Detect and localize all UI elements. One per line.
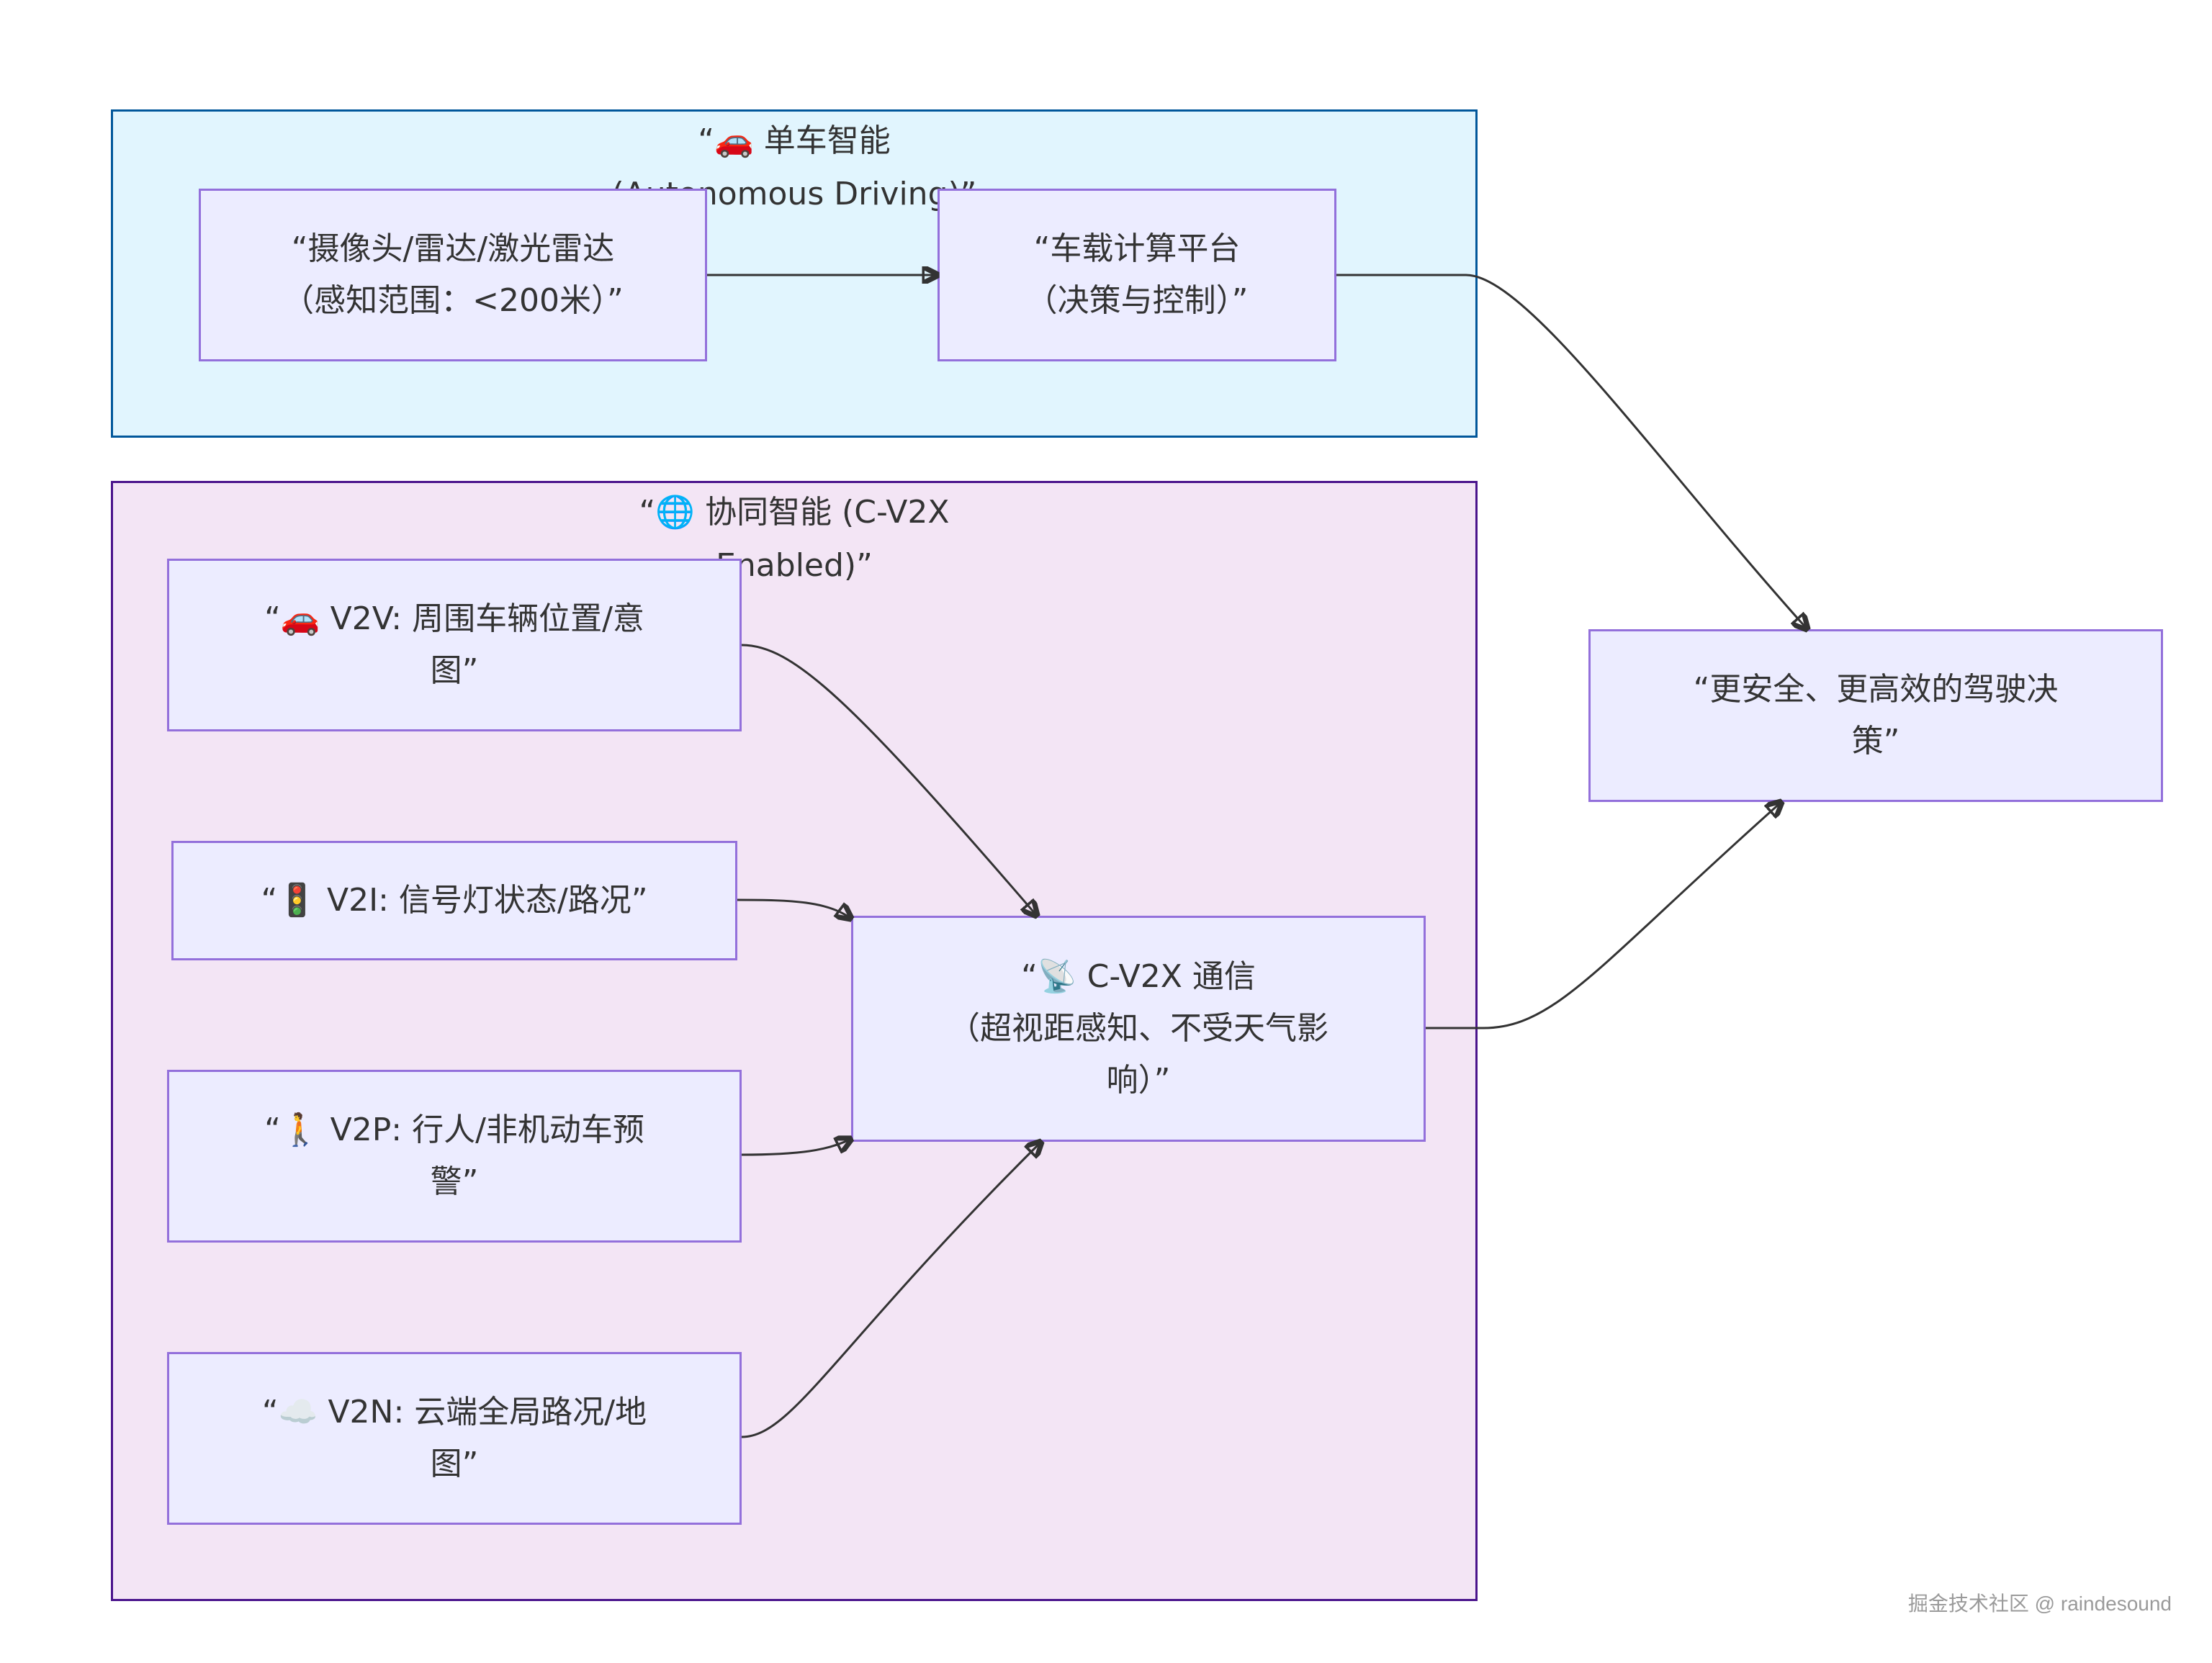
v2v-node: “🚗 V2V: 周围车辆位置/意 图” (167, 559, 742, 731)
v2v-node-label: “🚗 V2V: 周围车辆位置/意 图” (264, 600, 644, 689)
sensors-node: “摄像头/雷达/激光雷达 （感知范围：<200米）” (199, 189, 707, 361)
watermark: 掘金技术社区 @ raindesound (1907, 1592, 2172, 1615)
cv2x-cluster-title: “🌐 协同智能 (C-V2X Enabled)” (639, 494, 950, 584)
cv2x-communication-node-label: “📡 C-V2X 通信 （超视距感知、不受天气影 响）” (948, 958, 1328, 1099)
cv2x-communication-node: “📡 C-V2X 通信 （超视距感知、不受天气影 响）” (851, 916, 1426, 1142)
v2n-node: “☁️ V2N: 云端全局路况/地 图” (167, 1352, 742, 1525)
onboard-compute-node-label: “车载计算平台 （决策与控制）” (1025, 230, 1249, 319)
v2n-node-label: “☁️ V2N: 云端全局路况/地 图” (261, 1394, 647, 1482)
edge-cv2x-to-decision (1426, 802, 1781, 1029)
driving-decision-node-label: “更安全、更高效的驾驶决 策” (1693, 671, 2059, 760)
v2i-node: “🚦 V2I: 信号灯状态/路况” (171, 841, 737, 960)
v2p-node: “🚶 V2P: 行人/非机动车预 警” (167, 1070, 742, 1243)
driving-decision-node: “更安全、更高效的驾驶决 策” (1588, 629, 2163, 802)
v2i-node-label: “🚦 V2I: 信号灯状态/路况” (261, 882, 648, 919)
onboard-compute-node: “车载计算平台 （决策与控制）” (938, 189, 1336, 361)
v2p-node-label: “🚶 V2P: 行人/非机动车预 警” (264, 1112, 644, 1200)
sensors-node-label: “摄像头/雷达/激光雷达 （感知范围：<200米）” (282, 230, 624, 319)
